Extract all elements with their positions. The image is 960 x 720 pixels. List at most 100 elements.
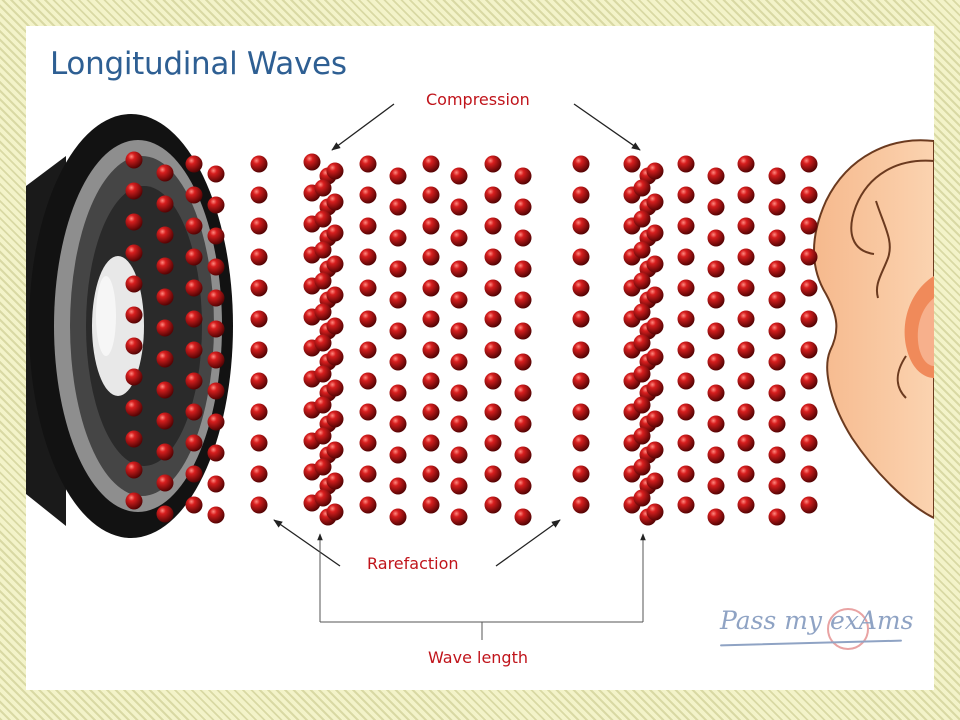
air-particle bbox=[185, 186, 203, 204]
air-particle bbox=[389, 384, 407, 402]
air-particle bbox=[677, 186, 695, 204]
air-particle bbox=[207, 165, 225, 183]
air-particle bbox=[737, 310, 755, 328]
particles bbox=[125, 151, 818, 526]
air-particle bbox=[422, 310, 440, 328]
air-particle bbox=[314, 272, 332, 290]
air-particle bbox=[484, 372, 502, 390]
air-particle bbox=[185, 248, 203, 266]
air-particle bbox=[646, 348, 664, 366]
air-particle bbox=[646, 441, 664, 459]
air-particle bbox=[359, 279, 377, 297]
air-particle bbox=[422, 372, 440, 390]
air-particle bbox=[250, 217, 268, 235]
air-particle bbox=[484, 496, 502, 514]
air-particle bbox=[514, 260, 532, 278]
air-particle bbox=[326, 503, 344, 521]
air-particle bbox=[359, 434, 377, 452]
air-particle bbox=[389, 198, 407, 216]
air-particle bbox=[707, 291, 725, 309]
rarefaction-arrow-left bbox=[273, 519, 341, 567]
air-particle bbox=[707, 229, 725, 247]
air-particle bbox=[156, 195, 174, 213]
air-particle bbox=[389, 167, 407, 185]
air-particle bbox=[646, 503, 664, 521]
air-particle bbox=[633, 272, 651, 290]
air-particle bbox=[633, 365, 651, 383]
air-particle bbox=[450, 322, 468, 340]
air-particle bbox=[207, 227, 225, 245]
air-particle bbox=[572, 496, 590, 514]
air-particle bbox=[633, 396, 651, 414]
air-particle bbox=[359, 217, 377, 235]
air-particle bbox=[326, 162, 344, 180]
air-particle bbox=[707, 353, 725, 371]
slide: Longitudinal Waves bbox=[26, 26, 934, 690]
air-particle bbox=[422, 248, 440, 266]
air-particle bbox=[450, 291, 468, 309]
air-particle bbox=[633, 458, 651, 476]
air-particle bbox=[800, 310, 818, 328]
air-particle bbox=[422, 434, 440, 452]
air-particle bbox=[572, 186, 590, 204]
air-particle bbox=[359, 310, 377, 328]
air-particle bbox=[125, 182, 143, 200]
air-particle bbox=[514, 446, 532, 464]
air-particle bbox=[572, 217, 590, 235]
compression-arrow-right bbox=[573, 103, 641, 151]
air-particle bbox=[800, 372, 818, 390]
air-particle bbox=[326, 193, 344, 211]
air-particle bbox=[156, 226, 174, 244]
air-particle bbox=[677, 310, 695, 328]
air-particle bbox=[314, 210, 332, 228]
air-particle bbox=[633, 241, 651, 259]
air-particle bbox=[250, 186, 268, 204]
air-particle bbox=[646, 286, 664, 304]
air-particle bbox=[156, 474, 174, 492]
air-particle bbox=[633, 334, 651, 352]
air-particle bbox=[156, 443, 174, 461]
air-particle bbox=[326, 410, 344, 428]
air-particle bbox=[422, 465, 440, 483]
wavelength-bracket bbox=[317, 533, 646, 640]
air-particle bbox=[768, 353, 786, 371]
air-particle bbox=[800, 186, 818, 204]
air-particle bbox=[314, 396, 332, 414]
air-particle bbox=[646, 472, 664, 490]
air-particle bbox=[326, 472, 344, 490]
air-particle bbox=[768, 291, 786, 309]
air-particle bbox=[422, 186, 440, 204]
air-particle bbox=[484, 186, 502, 204]
air-particle bbox=[125, 399, 143, 417]
air-particle bbox=[572, 372, 590, 390]
air-particle bbox=[737, 155, 755, 173]
air-particle bbox=[450, 384, 468, 402]
rarefaction-label: Rarefaction bbox=[367, 554, 459, 573]
air-particle bbox=[125, 492, 143, 510]
air-particle bbox=[737, 403, 755, 421]
air-particle bbox=[646, 255, 664, 273]
air-particle bbox=[633, 210, 651, 228]
air-particle bbox=[389, 322, 407, 340]
air-particle bbox=[156, 350, 174, 368]
air-particle bbox=[677, 496, 695, 514]
air-particle bbox=[185, 465, 203, 483]
air-particle bbox=[484, 310, 502, 328]
air-particle bbox=[646, 317, 664, 335]
air-particle bbox=[359, 465, 377, 483]
air-particle bbox=[314, 303, 332, 321]
air-particle bbox=[572, 310, 590, 328]
air-particle bbox=[250, 248, 268, 266]
air-particle bbox=[484, 155, 502, 173]
air-particle bbox=[450, 415, 468, 433]
air-particle bbox=[484, 341, 502, 359]
wavelength-label: Wave length bbox=[428, 648, 528, 667]
air-particle bbox=[185, 372, 203, 390]
air-particle bbox=[707, 415, 725, 433]
air-particle bbox=[207, 351, 225, 369]
air-particle bbox=[677, 372, 695, 390]
air-particle bbox=[768, 322, 786, 340]
air-particle bbox=[389, 353, 407, 371]
air-particle bbox=[422, 217, 440, 235]
air-particle bbox=[250, 403, 268, 421]
